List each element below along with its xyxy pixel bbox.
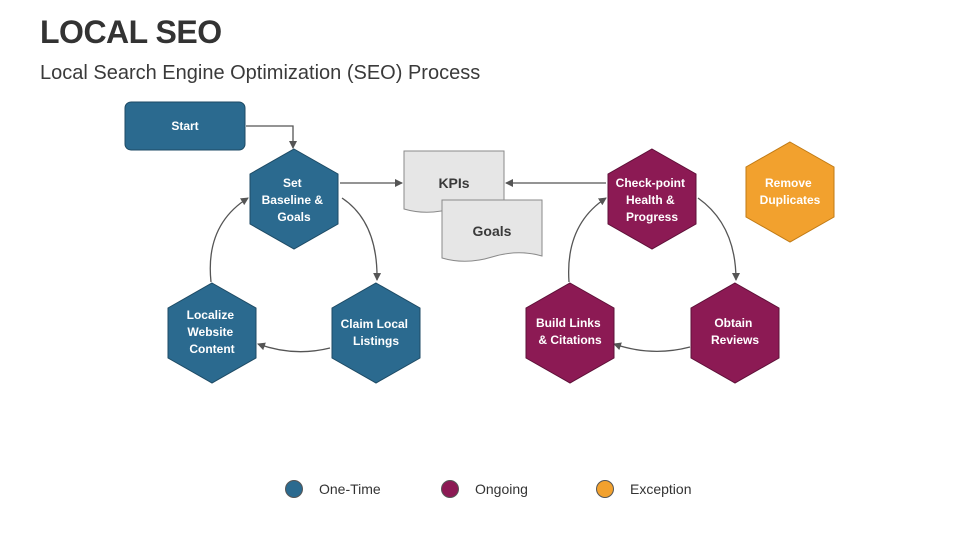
set-baseline-line-1: Set xyxy=(283,176,302,190)
svg-text:Claim Local Listings: Claim Local Listings xyxy=(341,317,412,348)
set-baseline-line-2: Baseline & xyxy=(262,193,324,207)
checkpoint-line-1: Check-point xyxy=(616,176,685,190)
set-baseline-line-3: Goals xyxy=(277,210,311,224)
arrow-start-to-baseline xyxy=(246,125,297,149)
obtain-reviews-node: Obtain Reviews xyxy=(690,282,780,384)
svg-text:Localize Website C: Localize Website Content xyxy=(187,308,238,356)
checkpoint-line-2: Health & xyxy=(626,193,675,207)
legend-label: One-Time xyxy=(319,481,381,497)
kpis-label: KPIs xyxy=(438,175,469,191)
remove-duplicates-line-2: Duplicates xyxy=(760,193,821,207)
exception-dot-icon xyxy=(596,480,614,498)
connectors xyxy=(209,125,740,353)
page-title: LOCAL SEO xyxy=(40,14,222,50)
legend-item-one-time: One-Time xyxy=(285,478,381,500)
arrow-claim-to-localize xyxy=(257,342,331,353)
svg-text:Check-point Health &: Check-point Health & Progress xyxy=(616,176,689,224)
legend-label: Ongoing xyxy=(475,481,528,497)
build-links-line-1: Build Links xyxy=(536,316,601,330)
arrow-localize-to-baseline xyxy=(209,197,249,283)
arrow-checkpoint-to-reviews xyxy=(697,197,740,281)
svg-text:Remove Duplicates: Remove Duplicates xyxy=(760,176,821,207)
claim-listings-node: Claim Local Listings xyxy=(331,282,421,384)
localize-content-node: Localize Website Content xyxy=(167,282,257,384)
checkpoint-line-3: Progress xyxy=(626,210,678,224)
ongoing-dot-icon xyxy=(441,480,459,498)
claim-listings-line-1: Claim Local xyxy=(341,317,408,331)
arrow-baseline-to-claim xyxy=(341,197,382,281)
arrow-reviews-to-links xyxy=(613,342,691,352)
build-links-node: Build Links & Citations xyxy=(525,282,615,384)
goals-document: Goals xyxy=(441,199,543,262)
one-time-dot-icon xyxy=(285,480,303,498)
legend-item-exception: Exception xyxy=(596,478,691,500)
goals-label: Goals xyxy=(473,223,512,239)
svg-text:Set Baseline & Goa: Set Baseline & Goals xyxy=(262,176,327,224)
localize-content-line-2: Website xyxy=(187,325,233,339)
checkpoint-node: Check-point Health & Progress xyxy=(607,148,697,250)
localize-content-line-3: Content xyxy=(189,342,234,356)
remove-duplicates-line-1: Remove xyxy=(765,176,812,190)
obtain-reviews-line-1: Obtain xyxy=(714,316,752,330)
start-node: Start xyxy=(124,101,246,151)
svg-text:Build Links & Citations: Build Links & Citations xyxy=(536,316,604,347)
svg-text:Obtain Reviews: Obtain Reviews xyxy=(711,316,759,347)
legend-item-ongoing: Ongoing xyxy=(441,478,528,500)
build-links-line-2: & Citations xyxy=(538,333,602,347)
obtain-reviews-line-2: Reviews xyxy=(711,333,759,347)
localize-content-line-1: Localize xyxy=(187,308,235,322)
start-label: Start xyxy=(171,119,198,133)
claim-listings-line-2: Listings xyxy=(353,334,399,348)
legend-label: Exception xyxy=(630,481,692,497)
set-baseline-node: Set Baseline & Goals xyxy=(249,148,339,250)
page-subtitle: Local Search Engine Optimization (SEO) P… xyxy=(40,62,481,84)
remove-duplicates-node: Remove Duplicates xyxy=(745,141,835,243)
arrow-links-to-checkpoint xyxy=(567,197,607,283)
